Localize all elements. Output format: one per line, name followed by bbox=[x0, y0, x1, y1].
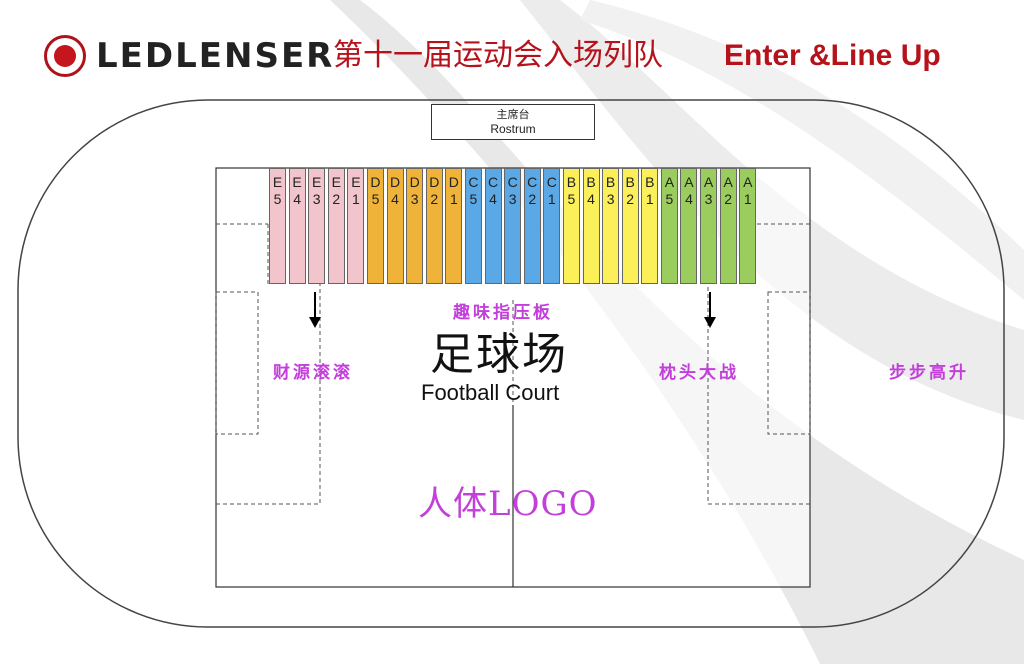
brand-name: LEDLENSER bbox=[96, 36, 335, 76]
page-title-en: Enter &Line Up bbox=[724, 39, 941, 72]
squad-number: 4 bbox=[587, 191, 595, 207]
game-rolling-wealth: 财源滚滚 bbox=[273, 363, 353, 383]
squad-letter: D bbox=[390, 174, 401, 190]
squad-number: 5 bbox=[665, 191, 674, 207]
squad-number: 4 bbox=[391, 191, 399, 207]
squad-letter: E bbox=[351, 174, 361, 190]
rostrum-label-zh: 主席台 bbox=[496, 108, 530, 121]
squad-letter: A bbox=[723, 174, 733, 190]
background-swoosh bbox=[580, 0, 1024, 300]
squad-letter: C bbox=[468, 174, 479, 190]
squad-letter: A bbox=[743, 174, 753, 190]
squad-letter: C bbox=[487, 174, 499, 190]
squad-letter: A bbox=[684, 174, 694, 190]
squad-number: 1 bbox=[743, 191, 752, 207]
squad-number: 4 bbox=[293, 191, 301, 207]
squad-letter: D bbox=[429, 174, 440, 190]
squad-number: 3 bbox=[704, 191, 713, 207]
squad-number: 2 bbox=[724, 191, 733, 207]
squad-letter: B bbox=[645, 174, 655, 190]
squad-letter: B bbox=[605, 174, 616, 190]
squad-number: 5 bbox=[567, 191, 576, 207]
squad-letter: B bbox=[566, 174, 577, 190]
squad-letter: B bbox=[586, 174, 596, 190]
squad-number: 4 bbox=[685, 191, 693, 207]
squad-number: 1 bbox=[449, 191, 458, 207]
court-dashed-lines bbox=[215, 223, 811, 505]
squad-number: 1 bbox=[547, 191, 556, 207]
squad-number: 2 bbox=[626, 191, 635, 207]
squad-letter: E bbox=[292, 174, 302, 190]
squad-number: 5 bbox=[469, 191, 478, 207]
game-pressure-board: 趣味指压板 bbox=[453, 303, 553, 323]
game-step-up: 步步高升 bbox=[889, 363, 969, 383]
ledlenser-logo-icon bbox=[44, 35, 86, 77]
squad-number: 2 bbox=[332, 191, 341, 207]
squad-letter: E bbox=[272, 174, 283, 190]
squad-letter: C bbox=[507, 174, 518, 190]
squad-letter: C bbox=[546, 174, 557, 190]
squad-number: 4 bbox=[489, 191, 497, 207]
squad-letter: C bbox=[527, 174, 538, 190]
squad-number: 3 bbox=[508, 191, 517, 207]
game-pillow-fight: 枕头大战 bbox=[659, 363, 739, 383]
squad-number: 5 bbox=[371, 191, 380, 207]
squad-letter: B bbox=[625, 174, 635, 190]
squad-number: 1 bbox=[645, 191, 654, 207]
running-track bbox=[17, 99, 1005, 628]
squad-letter: D bbox=[448, 174, 459, 190]
squad-number: 2 bbox=[430, 191, 439, 207]
squad-letter: D bbox=[409, 174, 420, 190]
squad-number: 2 bbox=[528, 191, 537, 207]
rostrum-label-en: Rostrum bbox=[490, 122, 536, 136]
squad-number: 3 bbox=[606, 191, 615, 207]
squad-letter: A bbox=[703, 174, 714, 190]
squad-number: 3 bbox=[312, 191, 321, 207]
squad-letter: E bbox=[312, 174, 322, 190]
squad-letter: A bbox=[664, 174, 675, 190]
page-title-zh: 第十一届运动会入场列队 bbox=[333, 38, 663, 73]
court-label-zh: 足球场 bbox=[430, 329, 568, 380]
squad-letter: D bbox=[370, 174, 381, 190]
game-human-logo: 人体LOGO bbox=[418, 484, 598, 524]
court-label-en: Football Court bbox=[421, 380, 560, 405]
down-arrow-icon bbox=[704, 292, 716, 328]
squad-number: 1 bbox=[351, 191, 360, 207]
down-arrow-icon bbox=[309, 292, 321, 328]
squad-number: 5 bbox=[273, 191, 282, 207]
squad-letter: E bbox=[331, 174, 341, 190]
rostrum-box: 主席台 Rostrum bbox=[431, 104, 595, 140]
squad-number: 3 bbox=[410, 191, 419, 207]
